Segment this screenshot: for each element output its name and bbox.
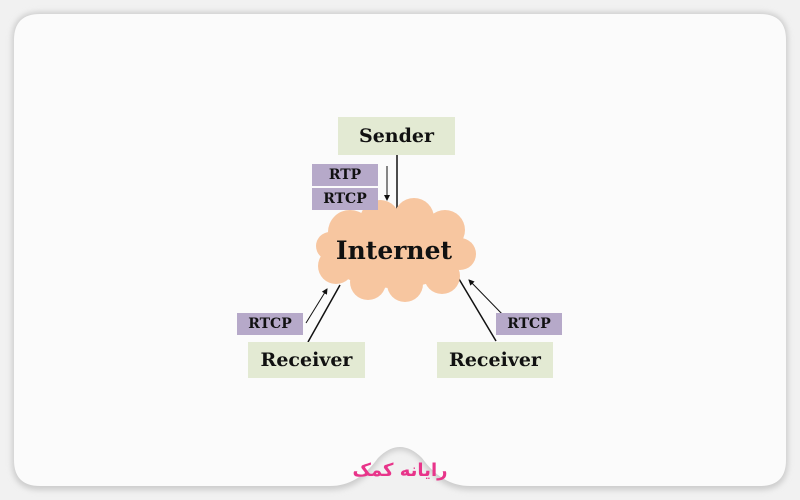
receiver-label: Receiver	[449, 349, 541, 371]
rtcp-text: RTCP	[507, 316, 551, 332]
internet-label: Internet	[335, 236, 453, 265]
right-arrow	[468, 279, 507, 319]
rtcp-label-left: RTCP	[237, 313, 303, 335]
rtp-label: RTP	[312, 164, 378, 186]
rtp-text: RTP	[328, 167, 362, 183]
receiver-right-node: Receiver	[437, 342, 553, 378]
rtcp-label-sender: RTCP	[312, 188, 378, 210]
left-link	[307, 284, 341, 343]
internet-cloud	[316, 198, 476, 302]
sender-node: Sender	[338, 117, 455, 155]
left-arrow	[305, 288, 328, 324]
receiver-left-node: Receiver	[248, 342, 365, 378]
rtcp-text: RTCP	[248, 316, 292, 332]
sender-label: Sender	[358, 125, 434, 147]
rtcp-text: RTCP	[323, 191, 367, 207]
right-link	[455, 273, 497, 342]
rtcp-label-right: RTCP	[496, 313, 562, 335]
brand-logo: رایانه کمک	[352, 460, 448, 481]
receiver-label: Receiver	[260, 349, 353, 371]
